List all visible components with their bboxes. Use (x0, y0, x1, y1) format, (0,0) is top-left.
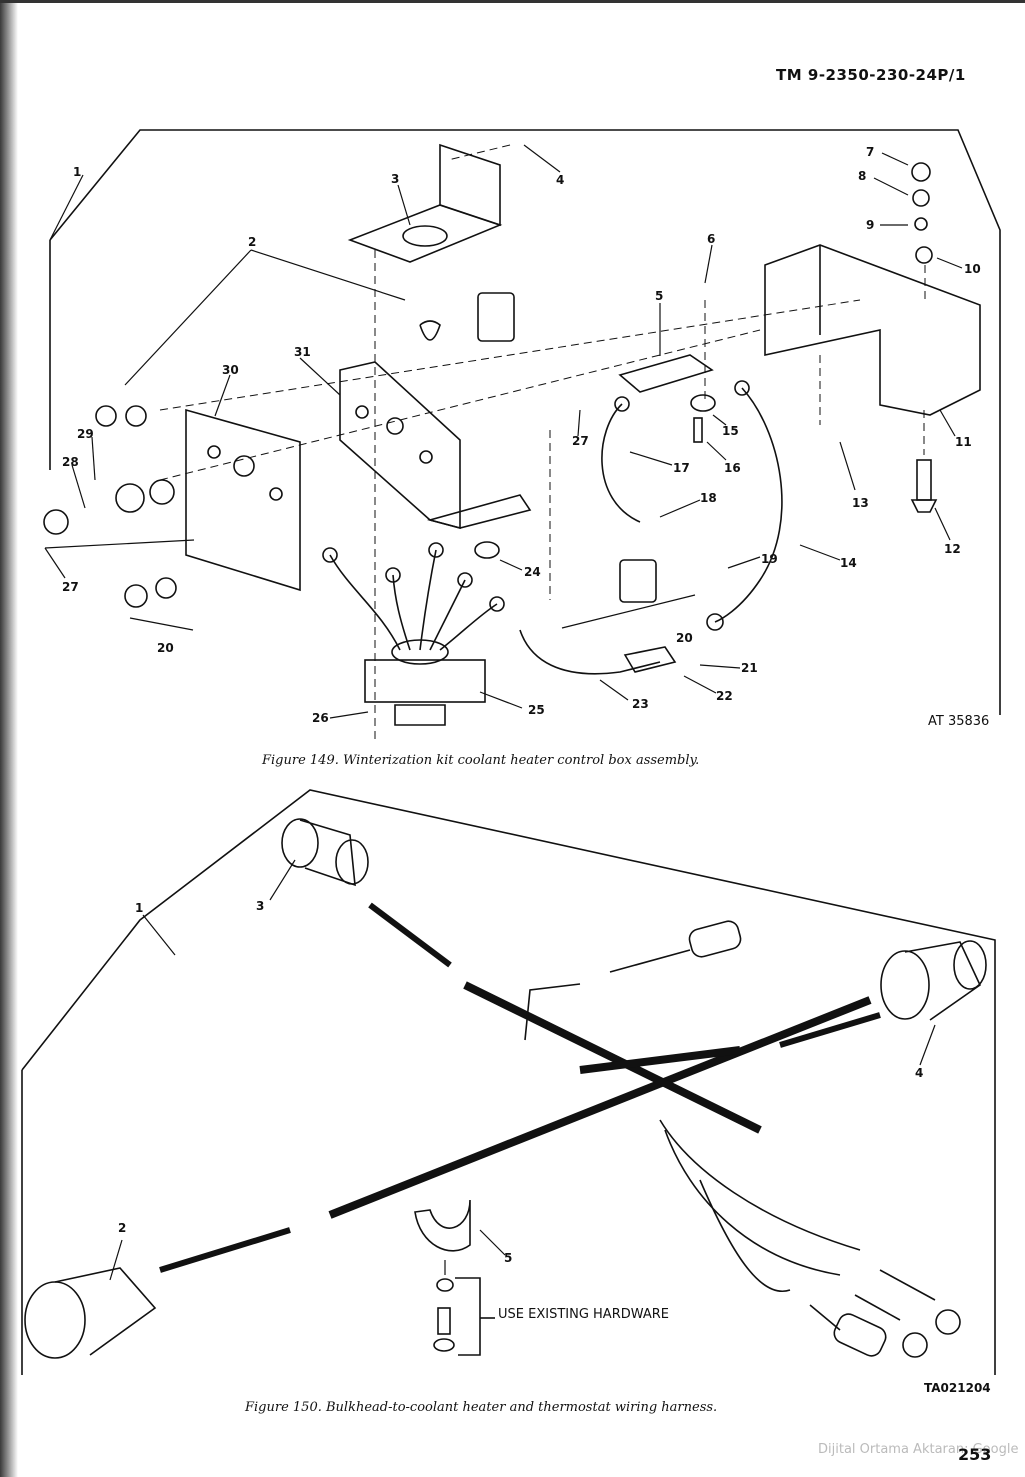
connector-4 (880, 950, 930, 1020)
lead-17 (601, 403, 641, 523)
fig150-ident: TA021204 (924, 1381, 991, 1395)
lead-14 (714, 387, 783, 623)
callout-30: 30 (222, 363, 239, 377)
callout-25: 25 (528, 703, 545, 717)
fig150-callout-labels: 1 2 3 4 5 (118, 899, 923, 1265)
callout-27-left: 27 (62, 580, 79, 594)
callout-3: 3 (391, 172, 399, 186)
bracket-3-base (347, 204, 503, 263)
callout-29: 29 (77, 427, 94, 441)
control-box-31 (339, 361, 461, 530)
connector-25 (364, 659, 486, 703)
page-number: 253 (958, 1445, 992, 1464)
scan-edge-shadow (0, 0, 18, 1477)
toggle-switch (477, 292, 515, 342)
fig150-callout-1: 1 (135, 901, 143, 915)
scan-top-edge (0, 0, 1025, 3)
callout-18: 18 (700, 491, 717, 505)
fig149-border (49, 129, 1001, 715)
callout-8: 8 (858, 169, 866, 183)
callout-2: 2 (248, 235, 256, 249)
callout-1: 1 (73, 165, 81, 179)
callout-27-right: 27 (572, 434, 589, 448)
callout-7: 7 (866, 145, 874, 159)
connector-2 (24, 1281, 86, 1359)
callout-13: 13 (852, 496, 869, 510)
fig150-callout-5: 5 (504, 1251, 512, 1265)
callout-20-left: 20 (157, 641, 174, 655)
figure-150-drawing (21, 789, 996, 1375)
harness-main (328, 996, 872, 1219)
callout-5: 5 (655, 289, 663, 303)
existing-hardware-note: USE EXISTING HARDWARE (498, 1307, 670, 1322)
callout-9: 9 (866, 218, 874, 232)
callout-4: 4 (556, 173, 564, 187)
fig150-callout-3: 3 (256, 899, 264, 913)
fig150-caption: Figure 150. Bulkhead-to-coolant heater a… (245, 1400, 718, 1415)
callout-11: 11 (955, 435, 972, 449)
callout-28: 28 (62, 455, 79, 469)
cover-11 (764, 244, 981, 416)
callout-24: 24 (524, 565, 541, 579)
callout-22: 22 (716, 689, 733, 703)
fig149-caption: Figure 149. Winterization kit coolant he… (262, 753, 700, 768)
callout-21: 21 (741, 661, 758, 675)
callout-10: 10 (964, 262, 981, 276)
callout-23: 23 (632, 697, 649, 711)
fig150-callout-2: 2 (118, 1221, 126, 1235)
callout-15: 15 (722, 424, 739, 438)
callout-20-lower: 20 (676, 631, 693, 645)
switch-20 (619, 559, 657, 603)
relay-5 (618, 354, 714, 393)
fig149-callout-labels: 1 2 3 4 5 6 7 8 9 10 11 12 13 14 15 16 1… (62, 145, 981, 725)
callout-14: 14 (840, 556, 857, 570)
fig150-border (21, 789, 996, 1375)
callout-12: 12 (944, 542, 961, 556)
callout-26: 26 (312, 711, 329, 725)
digitizer-watermark: Dijital Ortama Aktaran: Google (818, 1442, 1019, 1457)
callout-16: 16 (724, 461, 741, 475)
fig149-ident: AT 35836 (928, 714, 990, 729)
doc-number: TM 9-2350-230-24P/1 (776, 66, 966, 84)
callout-17: 17 (673, 461, 690, 475)
callout-6: 6 (707, 232, 715, 246)
panel-30 (185, 408, 301, 592)
fig150-callout-4: 4 (915, 1066, 923, 1080)
callout-31: 31 (294, 345, 311, 359)
harness-branch (463, 981, 762, 1134)
callout-19: 19 (761, 552, 778, 566)
clamp-5 (414, 1199, 471, 1252)
connector-3 (281, 818, 319, 868)
